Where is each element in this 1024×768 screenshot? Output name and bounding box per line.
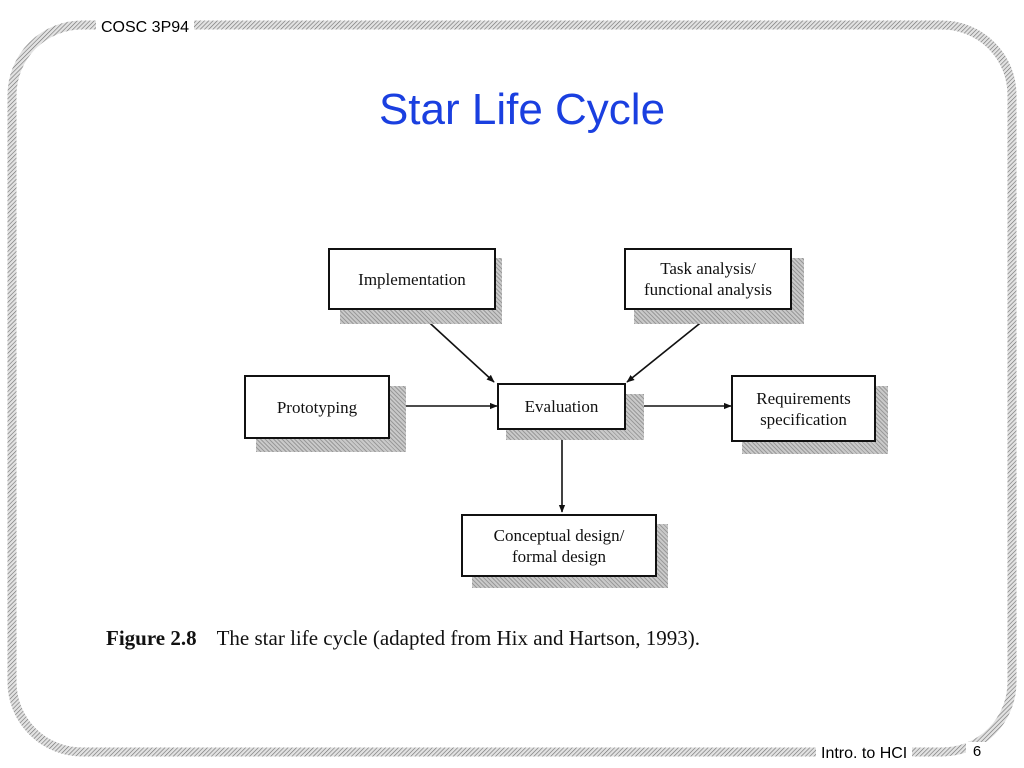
edge-evaluation-implementation — [419, 313, 495, 383]
node-label: formal design — [512, 546, 606, 566]
node-label: Conceptual design/ — [493, 525, 625, 545]
node-label: Implementation — [358, 269, 466, 289]
figure-label: Figure 2.8 — [106, 626, 197, 650]
node-implementation: Implementation — [328, 248, 496, 310]
figure-caption-text: The star life cycle (adapted from Hix an… — [216, 626, 701, 650]
node-conceptual-design: Conceptual design/ formal design — [461, 514, 657, 577]
node-label: Prototyping — [276, 397, 358, 417]
figure-caption: Figure 2.8 The star life cycle (adapted f… — [106, 624, 700, 652]
course-code: COSC 3P94 — [96, 18, 195, 38]
slide-border — [7, 20, 1017, 757]
page-number: 6 — [966, 742, 988, 762]
slide-title: Star Life Cycle — [378, 85, 666, 134]
node-label: functional analysis — [644, 280, 772, 299]
course-title: Intro. to HCI — [816, 744, 913, 764]
node-label: Task analysis/ — [660, 259, 756, 278]
node-label: specification — [760, 409, 847, 429]
node-evaluation: Evaluation — [497, 383, 626, 430]
node-requirements: Requirements specification — [731, 375, 876, 442]
node-task-analysis: Task analysis/ functional analysis — [624, 248, 792, 310]
node-prototyping: Prototyping — [244, 375, 390, 439]
node-label: Evaluation — [524, 397, 599, 416]
node-label: Requirements — [756, 388, 851, 408]
